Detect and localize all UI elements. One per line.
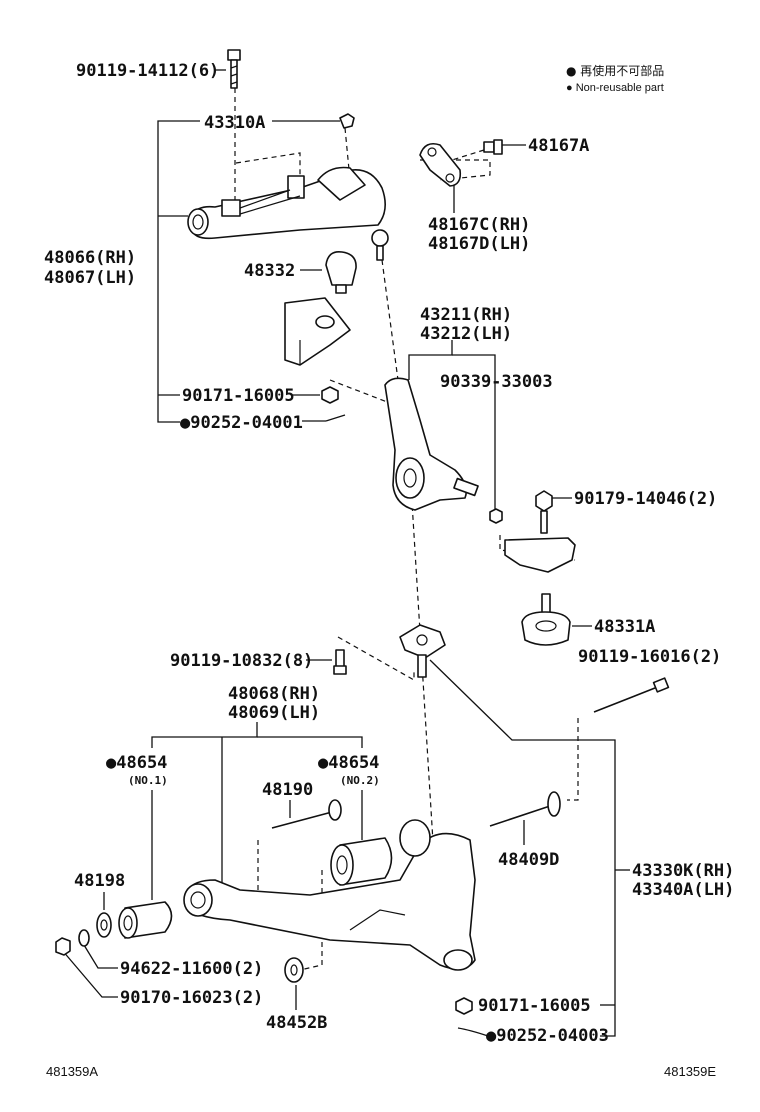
label-90171-16005-lower: 90171-16005 — [478, 996, 591, 1016]
label-48654-no1: ●48654 — [106, 753, 167, 773]
label-48452b: 48452B — [266, 1013, 327, 1033]
label-48068-rh: 48068(RH) — [228, 684, 320, 704]
label-43211-rh: 43211(RH) — [420, 305, 512, 325]
legend: ● 再使用不可部品 ● Non-reusable part — [566, 63, 664, 94]
bolt-48409d — [489, 791, 561, 827]
part-labels: 90119-14112(6) 43310A 48167A 48167C(RH) … — [44, 61, 734, 1046]
ball-joint-bracket — [419, 142, 462, 187]
leader-lines — [61, 69, 630, 1037]
label-48331a: 48331A — [594, 617, 655, 637]
bolt-48190 — [271, 799, 342, 829]
label-48167c-rh: 48167C(RH) — [428, 215, 530, 235]
label-48409d: 48409D — [498, 850, 559, 870]
bumper-48332 — [325, 250, 357, 294]
label-43330k-rh: 43330K(RH) — [632, 861, 734, 881]
footer-code-left: 481359A — [46, 1064, 98, 1079]
label-48066-rh: 48066(RH) — [44, 248, 136, 268]
pin-upper — [325, 414, 346, 422]
label-48190: 48190 — [262, 780, 313, 800]
bolt-10832 — [333, 649, 347, 675]
bumper-48331a — [521, 593, 571, 646]
lower-arm — [183, 819, 476, 971]
pin-lower — [457, 1027, 489, 1037]
bush-no1 — [118, 901, 173, 939]
washer-11600 — [78, 929, 90, 947]
label-94622-11600: 94622-11600(2) — [120, 959, 263, 979]
label-48198: 48198 — [74, 871, 125, 891]
bumper-bracket-lower — [504, 537, 576, 573]
label-48654-no1-sub: (NO.1) — [128, 774, 168, 787]
bumper-bracket — [284, 297, 351, 366]
upper-arm — [187, 166, 389, 261]
label-48067-lh: 48067(LH) — [44, 268, 136, 288]
label-48167d-lh: 48167D(LH) — [428, 234, 530, 254]
label-90339-33003: 90339-33003 — [440, 372, 553, 392]
label-43310a: 43310A — [204, 113, 265, 133]
label-bolt-90119-14112: 90119-14112(6) — [76, 61, 219, 81]
nut-90171-upper — [321, 386, 339, 404]
bolt-90179 — [535, 490, 553, 534]
cam-48452b — [284, 957, 304, 983]
label-90170-16023: 90170-16023(2) — [120, 988, 263, 1008]
label-48167a: 48167A — [528, 136, 589, 156]
label-48069-lh: 48069(LH) — [228, 703, 320, 723]
bolt-48167a — [483, 139, 503, 155]
label-48654-no2-sub: (NO.2) — [340, 774, 380, 787]
label-90252-04003: ●90252-04003 — [486, 1026, 609, 1046]
label-90179-14046: 90179-14046(2) — [574, 489, 717, 509]
label-48332: 48332 — [244, 261, 295, 281]
bolt-top — [227, 49, 241, 89]
label-43340a-lh: 43340A(LH) — [632, 880, 734, 900]
bolt-16016 — [593, 677, 670, 713]
label-43212-lh: 43212(LH) — [420, 324, 512, 344]
legend-line-en: ● Non-reusable part — [566, 82, 664, 94]
steering-knuckle — [384, 377, 479, 511]
cam-48198 — [96, 912, 112, 938]
nut-33003 — [489, 508, 503, 524]
nut-90171-lower — [455, 997, 473, 1015]
nut-16023 — [55, 937, 71, 956]
lower-ball-joint — [399, 624, 446, 678]
label-90119-16016: 90119-16016(2) — [578, 647, 721, 667]
label-90119-10832: 90119-10832(8) — [170, 651, 313, 671]
footer: 481359A 481359E — [46, 1064, 716, 1079]
label-48654-no2: ●48654 — [318, 753, 379, 773]
footer-code-right: 481359E — [664, 1064, 716, 1079]
nut-small-top — [339, 113, 355, 129]
legend-line-jp: ● 再使用不可部品 — [566, 63, 664, 78]
bush-no2 — [330, 837, 393, 886]
label-90171-16005-upper: 90171-16005 — [182, 386, 295, 406]
label-90252-04001: ●90252-04001 — [180, 413, 303, 433]
